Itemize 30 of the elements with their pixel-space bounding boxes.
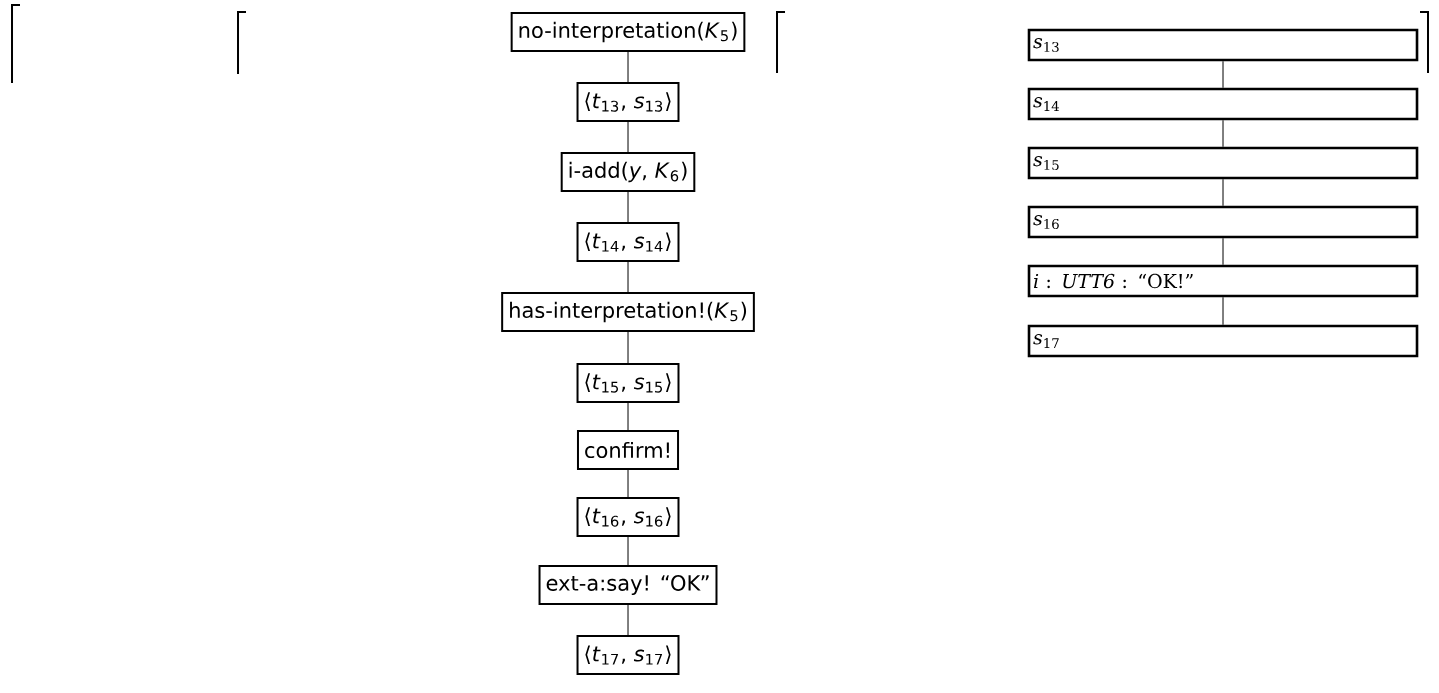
state-box: i-add(y, K$_{6}$) — [560, 152, 696, 192]
record-box: s$_{17}$ — [1027, 324, 1419, 358]
state-box: no-interpretation(K$_{5}$) — [510, 12, 746, 52]
state-box: ⟨t$_{15}$, s$_{15}$⟩ — [576, 363, 680, 403]
connector-line — [627, 51, 629, 83]
record-box: s$_{13}$ — [1027, 28, 1419, 62]
connector-line — [627, 121, 629, 153]
connector-line — [1222, 296, 1224, 326]
state-box: confirm! — [577, 430, 680, 470]
state-box: ext-a:say! “OK” — [538, 565, 718, 605]
record-box: s$_{14}$ — [1027, 87, 1419, 121]
connector-line — [1222, 178, 1224, 207]
connector-line — [1222, 119, 1224, 148]
connector-line — [627, 261, 629, 293]
connector-line — [1222, 237, 1224, 266]
state-box: ⟨t$_{16}$, s$_{16}$⟩ — [576, 497, 680, 537]
record-box: s$_{15}$ — [1027, 146, 1419, 180]
connector-line — [627, 402, 629, 431]
record-box: s$_{16}$ — [1027, 205, 1419, 239]
state-box: ⟨t$_{17}$, s$_{17}$⟩ — [576, 635, 680, 675]
connector-line — [1222, 60, 1224, 89]
state-box: ⟨t$_{13}$, s$_{13}$⟩ — [576, 82, 680, 122]
connector-line — [627, 604, 629, 636]
state-box: ⟨t$_{14}$, s$_{14}$⟩ — [576, 222, 680, 262]
state-box: has-interpretation!(K$_{5}$) — [501, 292, 755, 332]
connector-line — [627, 469, 629, 498]
connector-line — [627, 191, 629, 223]
connector-line — [627, 331, 629, 364]
connector-line — [627, 536, 629, 566]
record-box: i : UTT6 : “OK!” — [1027, 264, 1419, 298]
